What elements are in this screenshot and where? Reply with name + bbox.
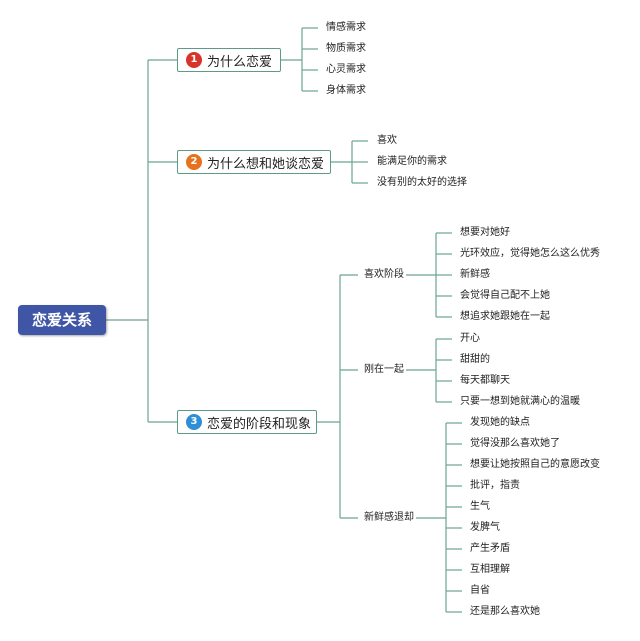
leaf-item[interactable]: 生气: [470, 501, 490, 512]
leaf-item[interactable]: 产生矛盾: [470, 543, 510, 554]
number-badge-3: 3: [186, 414, 202, 430]
leaf-item[interactable]: 自省: [470, 585, 490, 596]
leaf-item[interactable]: 物质需求: [326, 43, 366, 54]
number-badge-1: 1: [186, 52, 202, 68]
root-node[interactable]: 恋爱关系: [18, 305, 106, 335]
leaf-item[interactable]: 喜欢: [377, 135, 397, 146]
branch-label: 为什么恋爱: [207, 54, 273, 70]
leaf-item[interactable]: 想要让她按照自己的意愿改变: [470, 459, 600, 470]
leaf-item[interactable]: 每天都聊天: [460, 375, 510, 386]
number-badge-2: 2: [186, 154, 202, 170]
stage-label[interactable]: 喜欢阶段: [364, 269, 404, 280]
leaf-item[interactable]: 只要一想到她就满心的温暖: [460, 396, 580, 407]
branch-why-love[interactable]: 1 为什么恋爱: [177, 48, 281, 72]
leaf-item[interactable]: 发现她的缺点: [470, 417, 530, 428]
leaf-item[interactable]: 情感需求: [326, 22, 366, 33]
leaf-item[interactable]: 觉得没那么喜欢她了: [470, 438, 560, 449]
leaf-item[interactable]: 新鲜感: [460, 269, 490, 280]
leaf-item[interactable]: 发脾气: [470, 522, 500, 533]
leaf-item[interactable]: 想追求她跟她在一起: [460, 311, 550, 322]
leaf-item[interactable]: 没有别的太好的选择: [377, 177, 467, 188]
leaf-item[interactable]: 想要对她好: [460, 227, 510, 238]
branch-label: 恋爱的阶段和现象: [207, 416, 312, 432]
leaf-item[interactable]: 互相理解: [470, 564, 510, 575]
branch-label: 为什么想和她谈恋爱: [207, 156, 325, 172]
leaf-item[interactable]: 身体需求: [326, 85, 366, 96]
leaf-item[interactable]: 会觉得自己配不上她: [460, 290, 550, 301]
leaf-item[interactable]: 批评，指责: [470, 480, 520, 491]
branch-why-her[interactable]: 2 为什么想和她谈恋爱: [177, 150, 331, 174]
stage-label[interactable]: 新鲜感退却: [364, 512, 414, 523]
branch-stages[interactable]: 3 恋爱的阶段和现象: [177, 410, 317, 434]
leaf-item[interactable]: 心灵需求: [326, 64, 366, 75]
leaf-item[interactable]: 甜甜的: [460, 354, 490, 365]
stage-label[interactable]: 刚在一起: [364, 364, 404, 375]
leaf-item[interactable]: 开心: [460, 333, 480, 344]
leaf-item[interactable]: 能满足你的需求: [377, 156, 447, 167]
leaf-item[interactable]: 还是那么喜欢她: [470, 606, 540, 617]
leaf-item[interactable]: 光环效应，觉得她怎么这么优秀: [460, 248, 600, 259]
